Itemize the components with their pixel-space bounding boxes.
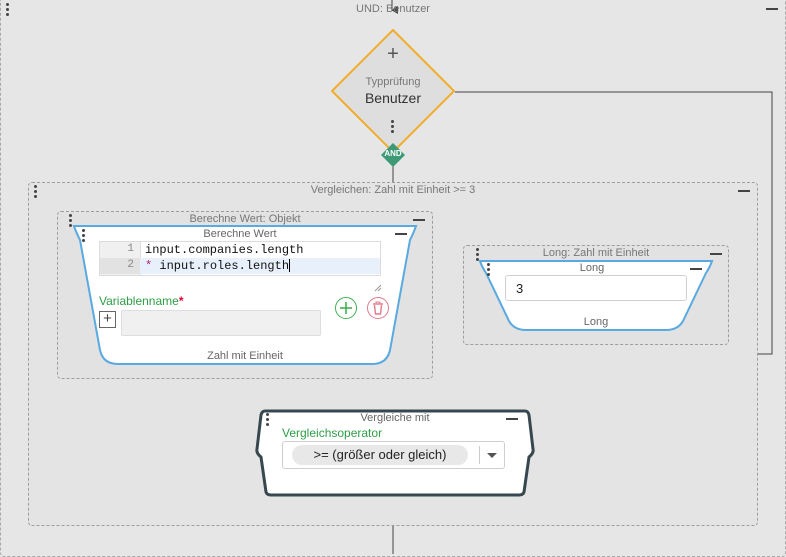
typecheck-title: Benutzer	[364, 90, 422, 106]
long-group-menu-icon[interactable]	[476, 248, 480, 263]
long-card-footer: Long	[583, 316, 609, 328]
chevron-down-icon	[487, 453, 497, 458]
berechne-group-collapse-icon[interactable]	[413, 219, 425, 221]
vergleichen-menu-icon[interactable]	[34, 185, 38, 200]
group-und-title: UND: Benutzer	[356, 3, 430, 15]
text-cursor	[289, 259, 291, 273]
und-menu-icon[interactable]	[6, 3, 10, 18]
varname-label: Variablenname*	[99, 294, 184, 308]
berechne-card-menu-icon[interactable]	[82, 229, 86, 244]
berechne-card-footer: Zahl mit Einheit	[207, 350, 283, 362]
long-card-title: Long	[579, 262, 605, 274]
code-line-2-star: *	[145, 259, 153, 273]
varname-label-text: Variablenname	[99, 294, 179, 308]
long-group-collapse-icon[interactable]	[710, 253, 722, 255]
group-berechne-title: Berechne Wert: Objekt	[189, 213, 301, 225]
plus-circle-icon	[339, 301, 352, 314]
varname-input[interactable]	[121, 310, 321, 336]
select-divider	[479, 446, 480, 464]
compare-title: Vergleiche mit	[360, 412, 430, 424]
compare-menu-icon[interactable]	[266, 413, 270, 428]
und-collapse-icon[interactable]	[766, 8, 778, 10]
operator-chip	[292, 445, 468, 465]
delete-variable-button[interactable]	[367, 297, 389, 319]
group-vergleichen-title: Vergleichen: Zahl mit Einheit >= 3	[310, 184, 476, 196]
varname-expand-button[interactable]: +	[99, 311, 116, 328]
typecheck-subtitle: Typprüfung	[365, 76, 421, 88]
code-line-2-number: 2	[127, 259, 134, 271]
trash-icon	[372, 301, 383, 315]
code-editor[interactable]: 1 input.companies.length 2 * input.roles…	[99, 241, 381, 276]
long-card-collapse-icon[interactable]	[690, 268, 702, 270]
code-line-1-number: 1	[127, 243, 134, 255]
typecheck-plus-icon[interactable]: +	[387, 43, 399, 65]
berechne-group-menu-icon[interactable]	[69, 214, 73, 229]
compare-collapse-icon[interactable]	[506, 418, 518, 420]
required-mark: *	[178, 294, 184, 308]
group-long-title: Long: Zahl mit Einheit	[542, 247, 650, 259]
long-value-input[interactable]: 3	[505, 275, 687, 301]
long-card-menu-icon[interactable]	[487, 263, 491, 278]
operator-value: >= (größer oder gleich)	[313, 447, 447, 462]
resize-handle-icon[interactable]	[374, 284, 382, 292]
code-line-2[interactable]: * input.roles.length	[145, 259, 291, 273]
vergleichen-collapse-icon[interactable]	[738, 190, 750, 192]
code-line-1[interactable]: input.companies.length	[145, 243, 304, 257]
operator-select[interactable]: >= (größer oder gleich)	[282, 441, 505, 469]
berechne-card-collapse-icon[interactable]	[395, 233, 407, 235]
add-variable-button[interactable]	[335, 297, 357, 319]
operator-label: Vergleichsoperator	[282, 426, 383, 440]
code-line-2-text: input.roles.length	[152, 259, 290, 273]
code-line-2-highlight	[140, 258, 380, 274]
and-badge	[381, 143, 405, 167]
typecheck-menu-icon[interactable]	[391, 120, 395, 135]
berechne-card-title: Berechne Wert	[203, 228, 277, 240]
plus-square-icon: +	[103, 310, 112, 327]
and-badge-label: AND	[384, 149, 402, 158]
code-line-2-gutter-highlight	[100, 258, 140, 274]
